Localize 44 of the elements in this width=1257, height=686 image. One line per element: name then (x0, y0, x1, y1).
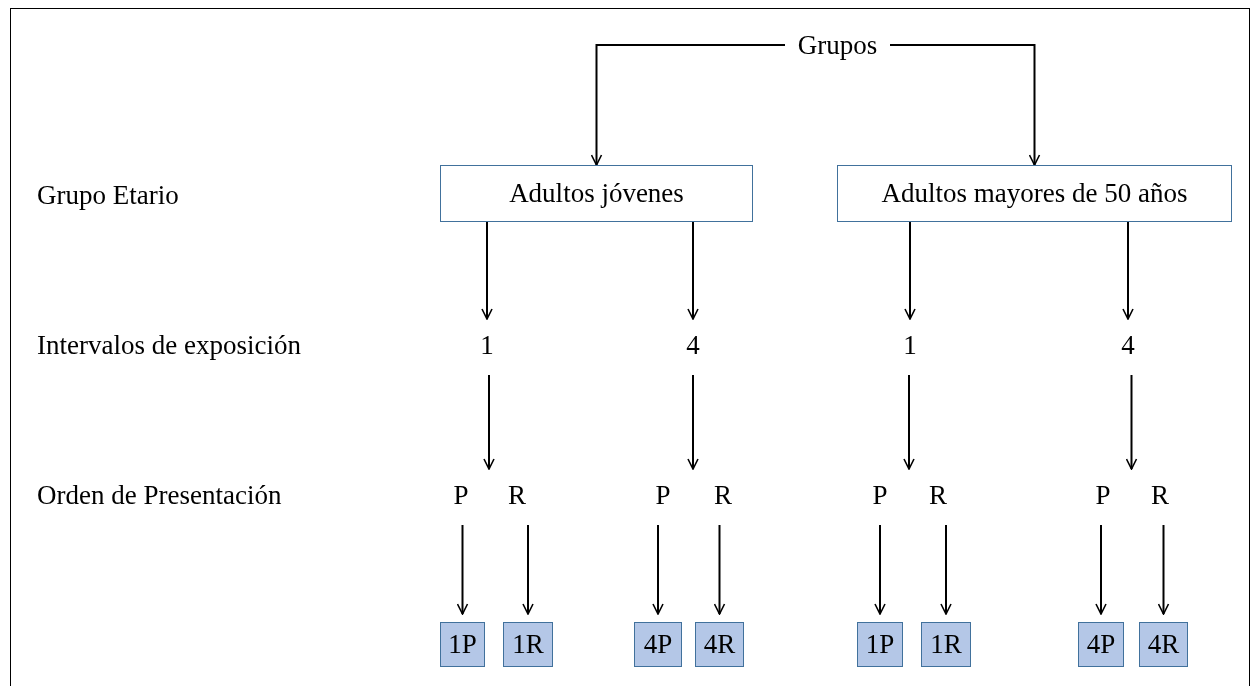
node-text: 1 (475, 327, 499, 363)
arrow (481, 221, 493, 320)
arrow (652, 524, 664, 615)
arrow (687, 374, 699, 470)
node-text: 4 (1116, 327, 1140, 363)
row-label: Grupo Etario (37, 178, 179, 212)
arrow (940, 524, 952, 615)
arrow (687, 221, 699, 320)
row-label: Orden de Presentación (37, 478, 282, 512)
arrow (1157, 524, 1170, 615)
arrow (889, 44, 1041, 166)
condition-box: 4R (1139, 622, 1188, 667)
arrow (483, 374, 495, 470)
node-text: P (651, 477, 675, 513)
arrow (456, 524, 469, 615)
node-text: R (1148, 477, 1172, 513)
node-text: P (868, 477, 892, 513)
node-text: R (711, 477, 735, 513)
condition-box: 1R (921, 622, 971, 667)
arrow (903, 374, 915, 470)
condition-box: 4R (695, 622, 744, 667)
condition-box: 4P (1078, 622, 1124, 667)
condition-box: 1R (503, 622, 553, 667)
arrow (1125, 374, 1138, 470)
node-text: P (1091, 477, 1115, 513)
arrow (1095, 524, 1107, 615)
node-text: 1 (898, 327, 922, 363)
condition-box: 1P (857, 622, 903, 667)
arrow (713, 524, 726, 615)
arrow (590, 44, 786, 166)
arrow (522, 524, 534, 615)
condition-box: 4P (634, 622, 682, 667)
arrow (904, 221, 916, 320)
node-text: 4 (681, 327, 705, 363)
row-label: Intervalos de exposición (37, 328, 301, 362)
node-text: Grupos (785, 26, 890, 64)
arrow (1122, 221, 1134, 320)
condition-box: 1P (440, 622, 485, 667)
node-text: P (449, 477, 473, 513)
arrow (874, 524, 886, 615)
group-box: Adultos mayores de 50 años (837, 165, 1232, 222)
group-box: Adultos jóvenes (440, 165, 753, 222)
node-text: R (926, 477, 950, 513)
node-text: R (505, 477, 529, 513)
